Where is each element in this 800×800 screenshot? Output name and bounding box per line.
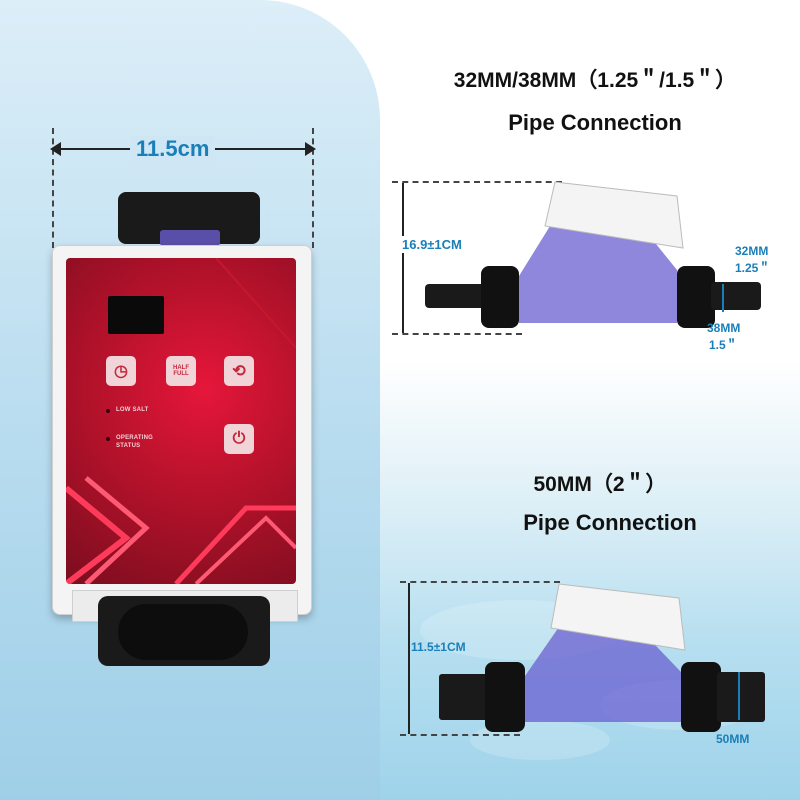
- low-salt-led: [106, 409, 110, 413]
- top-height-arrow: [402, 183, 404, 333]
- top-right-label-1: 32MM: [735, 244, 769, 258]
- refresh-icon: ⟲: [232, 363, 246, 380]
- operating-led: [106, 437, 110, 441]
- width-label: 11.5cm: [130, 136, 216, 162]
- top-valve-image: [425, 181, 761, 328]
- top-pipe-window: [160, 230, 220, 246]
- half-label: HALF: [173, 365, 189, 371]
- bottom-right-arrow: [738, 672, 740, 720]
- low-salt-label: LOW SALT: [116, 407, 149, 413]
- bottom-right-label-1: 38MM: [707, 321, 741, 335]
- cycle-button[interactable]: ⟲: [224, 356, 254, 386]
- top-right-arrow: [722, 284, 724, 312]
- dimension-tick-left: [52, 128, 54, 248]
- full-label: FULL: [173, 371, 189, 377]
- top-dim-tick-lower: [392, 333, 522, 335]
- lcd-display: [108, 296, 164, 334]
- bottom-right-label-2: 1.5＂: [709, 338, 738, 352]
- bottom-dim-tick-lower: [400, 734, 520, 736]
- top-title-line2: Pipe Connection: [508, 110, 682, 135]
- control-panel: [66, 258, 296, 584]
- bottom-valve-image: [439, 583, 765, 732]
- top-height-label: 16.9±1CM: [400, 236, 464, 253]
- bottom-title-line2: Pipe Connection: [523, 510, 697, 535]
- bottom-title-line1: 50MM（2＂）: [533, 473, 667, 496]
- timer-button[interactable]: ◷: [106, 356, 136, 386]
- half-full-button[interactable]: HALF FULL: [166, 356, 196, 386]
- bottom-right-label: 50MM: [716, 732, 750, 746]
- bottom-pipe-opening: [118, 604, 248, 660]
- bottom-height-label: 11.5±1CM: [411, 640, 466, 654]
- operating-label: OPERATING: [116, 435, 154, 441]
- bottom-height-arrow: [408, 583, 410, 734]
- clock-icon: ◷: [114, 363, 128, 380]
- top-title-line1: 32MM/38MM（1.25＂/1.5＂）: [453, 69, 737, 92]
- status-label: STATUS: [116, 443, 141, 449]
- power-button[interactable]: ⏻: [224, 424, 254, 454]
- panel-graphic: [66, 258, 296, 584]
- dimension-tick-right: [312, 128, 314, 248]
- bottom-dim-tick-upper: [400, 581, 560, 583]
- top-right-label-2: 1.25＂: [735, 261, 771, 275]
- top-dim-tick-upper: [392, 181, 562, 183]
- power-icon: ⏻: [232, 430, 246, 447]
